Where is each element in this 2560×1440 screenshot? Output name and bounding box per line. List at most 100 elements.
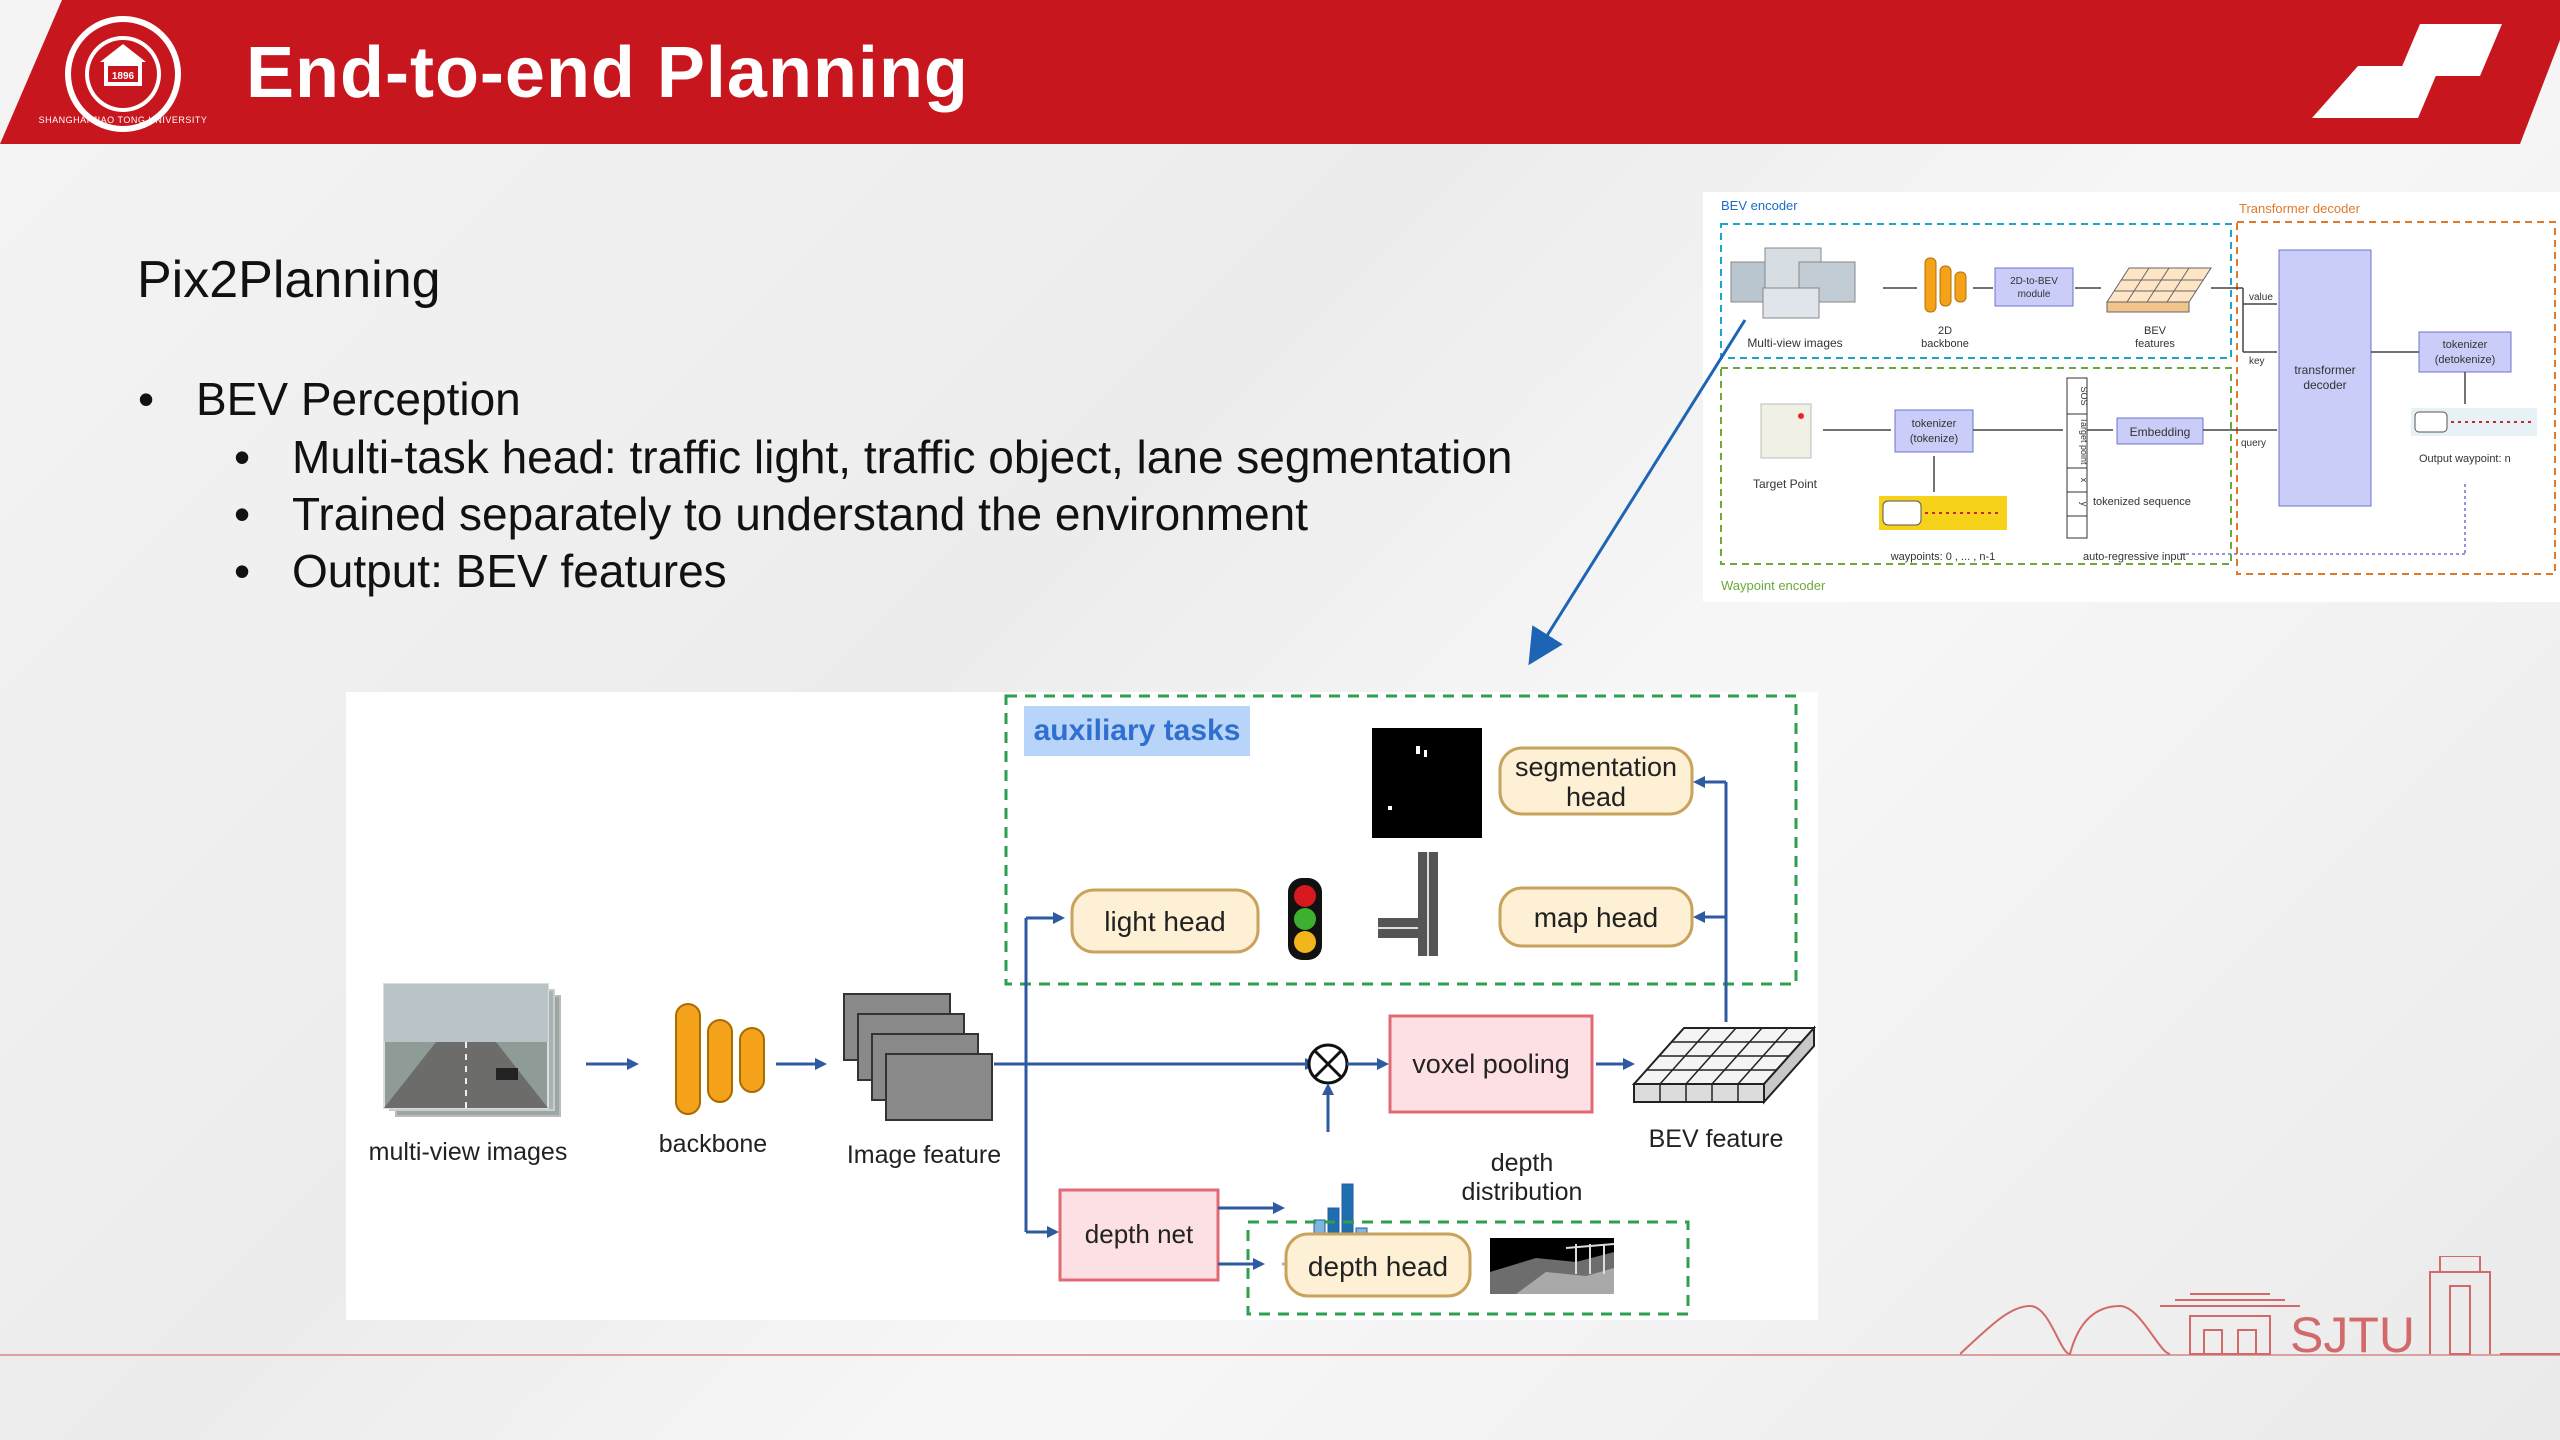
reference-architecture-diagram: BEV encoder Transformer decoder Waypoint…	[1720, 198, 2556, 593]
image-feature-label: Image feature	[847, 1141, 1001, 1169]
ref-decoder-label: decoder	[2303, 378, 2346, 392]
bev-encoder-box	[1720, 223, 2232, 359]
bev-perception-diagram: auxiliary tasks segmentation head map he…	[369, 694, 1817, 1316]
depth-output-image	[1490, 1238, 1615, 1294]
ref-2d-to-bev-box	[1994, 267, 2074, 307]
ref-transformer-decoder-box	[2278, 249, 2372, 507]
backbone-icon	[675, 1003, 765, 1115]
ref-multi-view-images-label: Multi-view images	[1747, 336, 1842, 350]
seal-text: SHANGHAI JIAO TONG UNIVERSITY	[39, 115, 208, 125]
ref-2d-to-bev-label: module	[2018, 289, 2051, 300]
connector-arrow	[1528, 319, 1747, 666]
bullet-dot: •	[138, 373, 155, 425]
light-head-box	[1070, 888, 1260, 954]
depth-head-aux-box	[1246, 1220, 1690, 1316]
segmentation-output-image	[1372, 728, 1482, 838]
ref-tokenizer-label: tokenizer	[2443, 339, 2488, 351]
bullet-dot: •	[234, 488, 251, 540]
depth-distribution-label: depth	[1491, 1149, 1554, 1177]
bev-encoder-label: BEV encoder	[1721, 198, 1798, 213]
header-emblem-right	[2398, 24, 2502, 76]
page-title: End-to-end Planning	[246, 33, 969, 113]
ref-bev-label: BEV	[2144, 325, 2167, 337]
voxel-pooling-box	[1388, 1014, 1594, 1114]
auxiliary-tasks-label-bg	[1024, 706, 1250, 756]
footer-line	[0, 1354, 2560, 1356]
multi-view-images-label: multi-view images	[369, 1138, 568, 1166]
depth-distribution-label-2: distribution	[1462, 1178, 1583, 1206]
ref-features-label: features	[2135, 338, 2175, 350]
car-icon	[2414, 411, 2448, 433]
multi-view-images-icon	[383, 983, 561, 1117]
ref-target-point-icon	[1760, 403, 1812, 459]
campus-gate-icon	[1960, 1256, 2560, 1356]
ref-token-target: Target point	[2079, 417, 2089, 465]
ref-tokenize-box	[1894, 409, 1974, 453]
ref-auto-regressive-label: auto-regressive input	[2083, 551, 2186, 563]
ref-tokenize-label: (tokenize)	[1910, 433, 1958, 445]
header-banner: SHANGHAI JIAO TONG UNIVERSITY 1896	[0, 0, 2560, 144]
ref-key-label: key	[2249, 356, 2265, 367]
lane-map-icon	[1378, 852, 1438, 956]
ref-detokenize-label: (detokenize)	[2435, 354, 2496, 366]
segmentation-head-label-2: head	[1566, 782, 1626, 812]
auxiliary-tasks-label: auxiliary tasks	[1034, 714, 1241, 747]
bev-perception-panel: auxiliary tasks segmentation head map he…	[346, 692, 1818, 1320]
reference-architecture-panel: BEV encoder Transformer decoder Waypoint…	[1703, 192, 2560, 602]
ref-backbone-icon	[1924, 257, 1967, 313]
ref-tokenizer-label: tokenizer	[1912, 418, 1957, 430]
bev-feature-label: BEV feature	[1649, 1125, 1784, 1153]
transformer-decoder-label: Transformer decoder	[2239, 201, 2361, 216]
depth-head-label: depth head	[1308, 1251, 1448, 1282]
bullet-sub-3: • Output: BEV features	[234, 544, 727, 598]
depth-net-box	[1058, 1188, 1220, 1282]
ref-token-sequence	[2066, 377, 2088, 539]
backbone-label: backbone	[659, 1130, 767, 1158]
ref-backbone-label: backbone	[1921, 338, 1969, 350]
header-emblem-left	[2312, 66, 2440, 118]
bullet-main-text: BEV Perception	[196, 373, 521, 425]
ref-bev-features-icon	[2106, 267, 2212, 313]
car-icon	[1882, 500, 1922, 526]
university-seal-icon: SHANGHAI JIAO TONG UNIVERSITY 1896	[39, 16, 208, 132]
ref-token-y: y	[2079, 502, 2089, 507]
ref-query-label: query	[2241, 438, 2266, 449]
header-bar	[0, 0, 2560, 144]
bullet-sub-text: Trained separately to understand the env…	[292, 488, 1309, 540]
map-head-box	[1498, 886, 1694, 948]
segmentation-head-label: segmentation	[1515, 752, 1677, 782]
ref-value-label: value	[2249, 292, 2273, 303]
bullet-sub-text: Multi-task head: traffic light, traffic …	[292, 431, 1513, 483]
bev-feature-grid-icon	[1631, 1025, 1817, 1105]
auxiliary-tasks-box	[1004, 694, 1798, 986]
transformer-decoder-box	[2236, 221, 2556, 575]
seal-year: 1896	[112, 71, 135, 82]
ref-multi-view-images-icon	[1730, 247, 1856, 319]
ref-embedding-box	[2116, 417, 2204, 445]
ref-output-waypoint-label: Output waypoint: n	[2419, 453, 2511, 465]
ref-2d-label: 2D	[1938, 325, 1952, 337]
ref-target-point-label: Target Point	[1753, 477, 1818, 491]
footer-logo: SJTU	[1960, 1256, 2560, 1363]
ref-tokenized-sequence-label: tokenized sequence	[2093, 496, 2191, 508]
voxel-pooling-label: voxel pooling	[1412, 1049, 1570, 1079]
bullet-main: • BEV Perception	[138, 372, 521, 426]
bullet-sub-1: • Multi-task head: traffic light, traffi…	[234, 430, 1513, 484]
bullet-dot: •	[234, 431, 251, 483]
ref-2d-to-bev-label: 2D-to-BEV	[2010, 276, 2058, 287]
ref-waypoints-label: waypoints: 0 , ... , n-1	[1890, 551, 1996, 563]
map-head-label: map head	[1534, 902, 1659, 933]
depth-head-box	[1284, 1232, 1472, 1298]
section-subtitle: Pix2Planning	[137, 251, 441, 309]
image-feature-stack-icon	[843, 993, 993, 1121]
light-head-label: light head	[1104, 906, 1225, 937]
segmentation-head-box	[1498, 746, 1694, 816]
depth-net-label: depth net	[1085, 1219, 1194, 1249]
ref-token-sos: SOS	[2079, 386, 2089, 405]
ref-target-dot	[1798, 413, 1804, 419]
bullet-sub-2: • Trained separately to understand the e…	[234, 487, 1309, 541]
traffic-light-icon	[1288, 878, 1322, 960]
ref-embedding-label: Embedding	[2130, 425, 2191, 439]
ref-transformer-label: transformer	[2294, 363, 2355, 377]
waypoint-encoder-label: Waypoint encoder	[1721, 578, 1826, 593]
